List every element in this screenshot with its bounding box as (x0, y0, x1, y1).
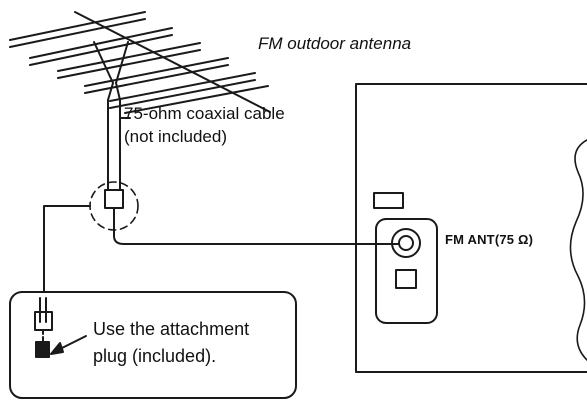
receiver-panel (355, 83, 587, 373)
antenna-feed (107, 82, 114, 101)
antenna-element (109, 79, 256, 109)
antenna-element (84, 57, 229, 87)
cutaway-edge (569, 139, 587, 361)
antenna-element (9, 11, 146, 41)
plug-instruction-cont: plug (included). (93, 346, 217, 366)
terminal-block (375, 218, 438, 324)
detail-box (9, 291, 297, 399)
cable-note: (not included) (124, 127, 228, 146)
antenna-element (84, 64, 229, 94)
antenna-feed (93, 41, 114, 84)
antenna-element (57, 42, 201, 72)
antenna-feed (115, 41, 129, 84)
antenna-boom (74, 11, 271, 113)
panel-outline (355, 83, 587, 373)
fm-ant-jack-icon (391, 228, 421, 258)
attachment-plug-detail (9, 291, 297, 399)
fm-ant-port-label: FM ANT(75 Ω) (445, 232, 534, 247)
antenna-feed (115, 82, 121, 101)
indicator-rectangle (373, 192, 404, 209)
fm-antenna-icon (9, 11, 271, 114)
cable-to-port (113, 207, 400, 245)
plug-connector-icon (104, 189, 124, 209)
terminal-square (395, 269, 417, 289)
callout-leader (43, 205, 91, 293)
antenna-element (124, 85, 269, 114)
antenna-label: FM outdoor antenna (258, 34, 412, 53)
antenna-element (109, 72, 256, 102)
antenna-element (29, 34, 173, 66)
antenna-element (57, 49, 201, 79)
antenna-element (29, 27, 173, 59)
antenna-element (9, 18, 146, 48)
fm-ant-jack-inner (398, 235, 414, 251)
attachment-plug-icon (35, 341, 50, 358)
plug-icon (34, 311, 53, 331)
cable-label: 75-ohm coaxial cable (124, 104, 285, 123)
plug-instruction: Use the attachment (93, 319, 250, 339)
arrow-head-icon (50, 342, 64, 355)
